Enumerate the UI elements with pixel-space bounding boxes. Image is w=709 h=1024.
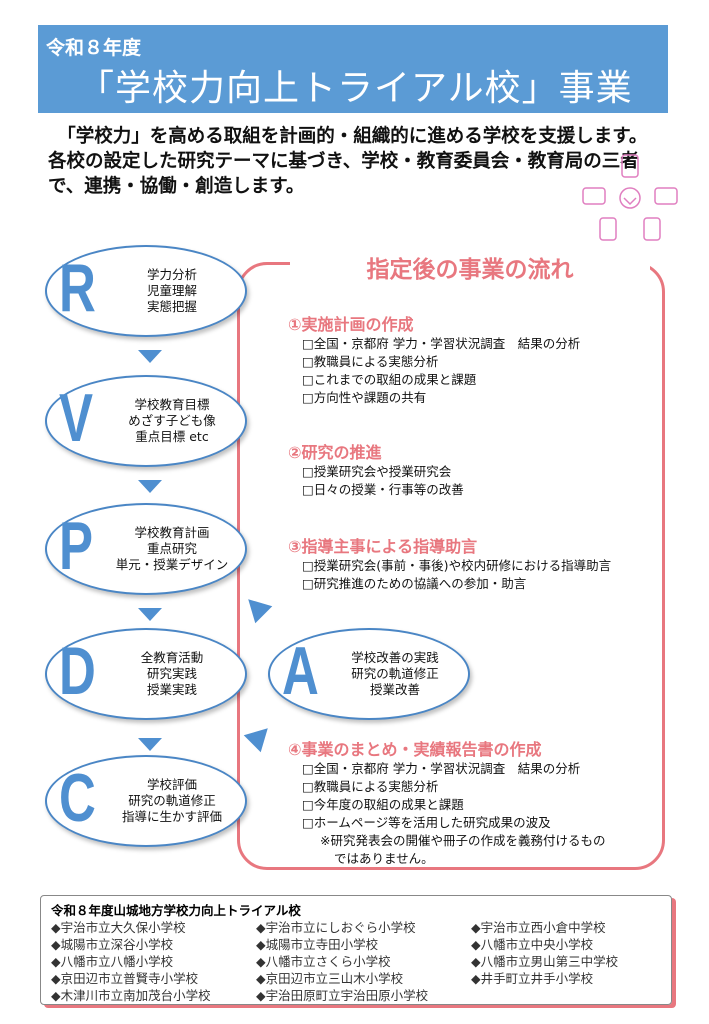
school-item: ◆宇治市立西小倉中学校	[471, 920, 606, 935]
title-banner: 令和８年度 「学校力向上トライアル校」事業	[38, 25, 668, 113]
section-heading: ②研究の推進	[288, 443, 382, 462]
cycle-letter: R	[59, 250, 96, 326]
school-item: ◆京田辺市立三山木小学校	[256, 971, 404, 986]
checklist-item: □授業研究会(事前・事後)や校内研修における指導助言	[302, 558, 612, 573]
cycle-text: 実態把握	[146, 299, 197, 314]
school-item: ◆八幡市立男山第三中学校	[471, 954, 619, 969]
down-arrow-icon	[138, 738, 162, 751]
cycle-letter: C	[59, 760, 96, 836]
flow-section-3: ③指導主事による指導助言 □授業研究会(事前・事後)や校内研修における指導助言 …	[288, 537, 612, 593]
school-item: ◆城陽市立寺田小学校	[256, 937, 379, 952]
intro-text: 「学校力」を高める取組を計画的・組織的に進める学校を支援します。各校の設定した研…	[48, 126, 648, 197]
year-label: 令和８年度	[46, 37, 142, 59]
cycle-v: V 学校教育目標めざす子ども像重点目標 etc	[45, 375, 247, 467]
flow-section-4: ④事業のまとめ・実績報告書の作成 □全国・京都府 学力・学習状況調査 結果の分析…	[288, 740, 606, 868]
cycle-text: 学校評価	[146, 777, 197, 792]
cycle-text: 学校教育目標	[134, 397, 210, 412]
school-item: ◆宇治田原町立宇治田原小学校	[256, 988, 429, 1003]
school-item: ◆京田辺市立普賢寺小学校	[51, 971, 199, 986]
cycle-text: 研究の軌道修正	[128, 793, 216, 808]
cycle-letter: P	[59, 508, 94, 584]
cycle-text: 学校改善の実践	[351, 650, 439, 665]
flow-section-2: ②研究の推進 □授業研究会や授業研究会 □日々の授業・行事等の改善	[288, 443, 464, 499]
down-arrow-icon	[138, 480, 162, 493]
checklist-item: □これまでの取組の成果と課題	[302, 372, 477, 387]
down-arrow-icon	[138, 350, 162, 363]
section-heading: ③指導主事による指導助言	[288, 537, 478, 556]
school-item: ◆宇治市立にしおぐら小学校	[256, 920, 416, 935]
cycle-text: 単元・授業デザイン	[115, 557, 229, 572]
cycle-letter: D	[59, 633, 96, 709]
checklist-item: □教職員による実態分析	[302, 354, 439, 369]
checklist-item: □今年度の取組の成果と課題	[302, 797, 464, 812]
school-item: ◆宇治市立大久保小学校	[51, 920, 186, 935]
cycle-r: R 学力分析児童理解実態把握	[45, 245, 247, 337]
cycle-text: 重点目標 etc	[135, 429, 209, 444]
down-arrow-icon	[138, 608, 162, 621]
school-item: ◆木津川市立南加茂台小学校	[51, 988, 211, 1003]
cycle-text: 学校教育計画	[134, 525, 210, 540]
checklist-item: □方向性や課題の共有	[302, 390, 427, 405]
page-title: 「学校力向上トライアル校」事業	[78, 68, 633, 109]
cycle-text: 研究実践	[146, 666, 197, 681]
cycle-text: 学力分析	[146, 267, 197, 282]
school-item: ◆八幡市立中央小学校	[471, 937, 594, 952]
note: ※研究発表会の開催や冊子の作成を義務付けるもの	[320, 833, 606, 848]
cycle-letter: A	[282, 633, 319, 709]
joined-hands-icon	[582, 154, 678, 241]
cycle-p: P 学校教育計画重点研究単元・授業デザイン	[45, 503, 247, 595]
cycle-d: D 全教育活動研究実践授業実践	[45, 628, 247, 720]
cycle-text: 授業実践	[146, 682, 197, 697]
checklist-item: □全国・京都府 学力・学習状況調査 結果の分析	[302, 336, 581, 351]
cycle-text: 児童理解	[146, 283, 197, 298]
flow-section-1: ①実施計画の作成 □全国・京都府 学力・学習状況調査 結果の分析 □教職員による…	[288, 315, 581, 407]
checklist-item: □授業研究会や授業研究会	[302, 464, 452, 479]
flow-title: 指定後の事業の流れ	[290, 250, 650, 284]
school-item: ◆井手町立井手小学校	[471, 971, 594, 986]
cycle-text: 指導に生かす評価	[121, 809, 222, 824]
section-heading: ④事業のまとめ・実績報告書の作成	[288, 740, 542, 759]
section-heading: ①実施計画の作成	[288, 315, 414, 334]
school-list-title: 令和８年度山城地方学校力向上トライアル校	[51, 903, 301, 918]
cycle-c: C 学校評価研究の軌道修正指導に生かす評価	[45, 755, 247, 847]
checklist-item: □全国・京都府 学力・学習状況調査 結果の分析	[302, 761, 581, 776]
note: ではありません。	[334, 851, 434, 866]
school-item: ◆城陽市立深谷小学校	[51, 937, 174, 952]
school-item: ◆八幡市立八幡小学校	[51, 954, 174, 969]
checklist-item: □研究推進のための協議への参加・助言	[302, 576, 527, 591]
school-item: ◆八幡市立さくら小学校	[256, 954, 391, 969]
checklist-item: □教職員による実態分析	[302, 779, 439, 794]
cycle-a: A 学校改善の実践研究の軌道修正授業改善	[268, 628, 470, 720]
cycle-text: 研究の軌道修正	[351, 666, 439, 681]
checklist-item: □日々の授業・行事等の改善	[302, 482, 464, 497]
cycle-text: 全教育活動	[140, 650, 204, 665]
checklist-item: □ホームページ等を活用した研究成果の波及	[302, 815, 551, 830]
cycle-text: めざす子ども像	[128, 413, 216, 428]
cycle-text: 授業改善	[369, 682, 420, 697]
cycle-text: 重点研究	[146, 541, 197, 556]
cycle-letter: V	[59, 380, 94, 456]
school-list: 令和８年度山城地方学校力向上トライアル校 ◆宇治市立大久保小学校 ◆宇治市立にしお…	[40, 895, 672, 1005]
